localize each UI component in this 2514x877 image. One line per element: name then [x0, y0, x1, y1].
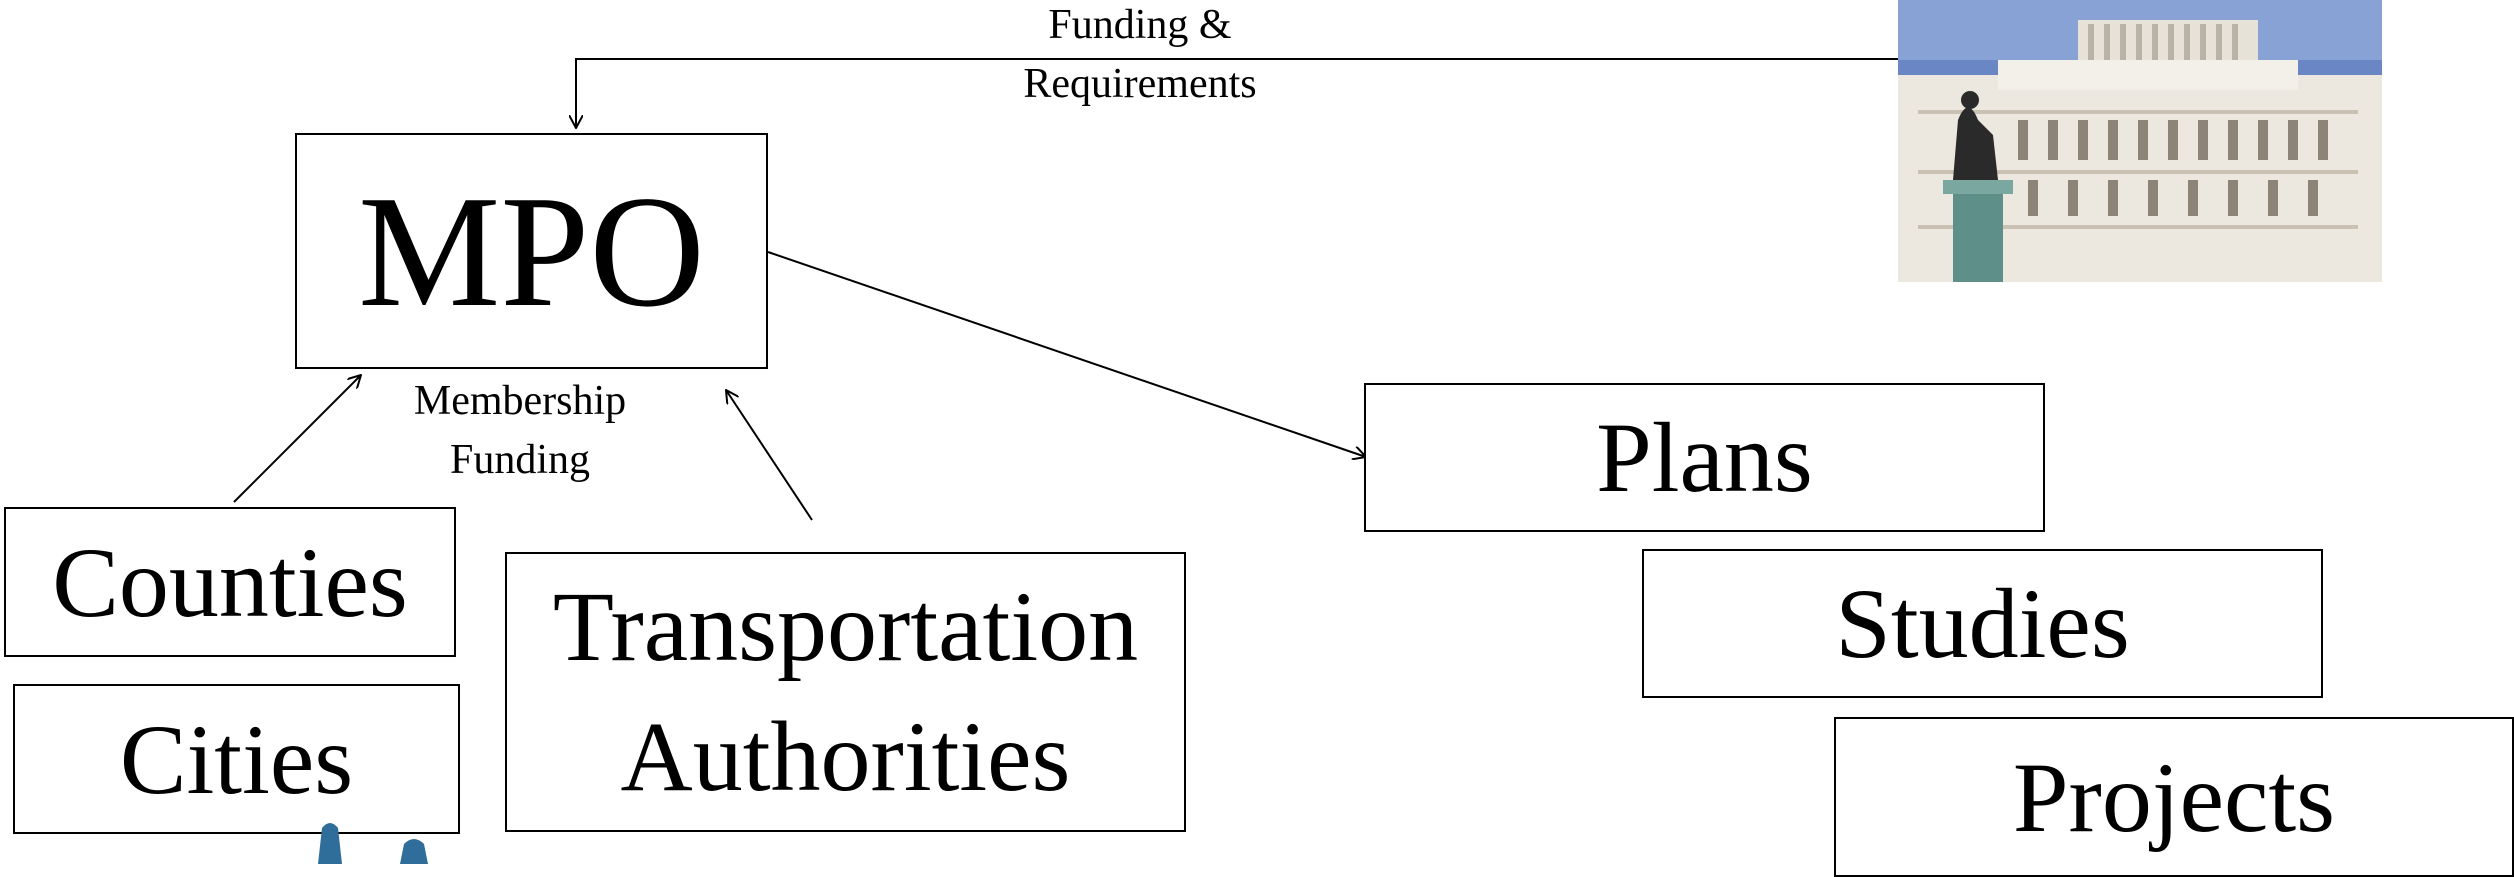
membership-funding-line: Funding [449, 436, 591, 483]
projects-box: Projects [1834, 717, 2514, 877]
capitol-photo [1898, 0, 2382, 282]
funding-requirements-label: Funding & Requirements [960, 0, 1320, 114]
studies-label: Studies [1835, 568, 2130, 679]
counties-to-mpo-arrow [233, 375, 361, 503]
mpo-box: MPO [295, 133, 768, 369]
mpo-to-plans-arrow [767, 251, 1366, 457]
funding-requirements-arrow [576, 58, 1898, 128]
transportation-authorities-box: Transportation Authorities [505, 552, 1186, 832]
plans-label: Plans [1596, 402, 1813, 513]
requirements-line: Requirements [1023, 60, 1257, 107]
cities-label: Cities [119, 703, 354, 815]
funding-line: Funding & [1048, 2, 1232, 48]
counties-box: Counties [4, 507, 456, 657]
logo [300, 818, 480, 864]
mpo-title: MPO [358, 162, 705, 340]
authorities-line-1: Transportation [552, 571, 1139, 682]
projects-label: Projects [2012, 741, 2336, 853]
plans-box: Plans [1364, 383, 2045, 532]
membership-funding-label: Membership Funding [370, 372, 670, 490]
counties-label: Counties [52, 526, 408, 638]
authorities-line-2: Authorities [620, 701, 1071, 812]
membership-line: Membership [413, 378, 627, 424]
authorities-to-mpo-arrow [726, 390, 813, 521]
cities-box: Cities [13, 684, 460, 834]
studies-box: Studies [1642, 549, 2323, 698]
